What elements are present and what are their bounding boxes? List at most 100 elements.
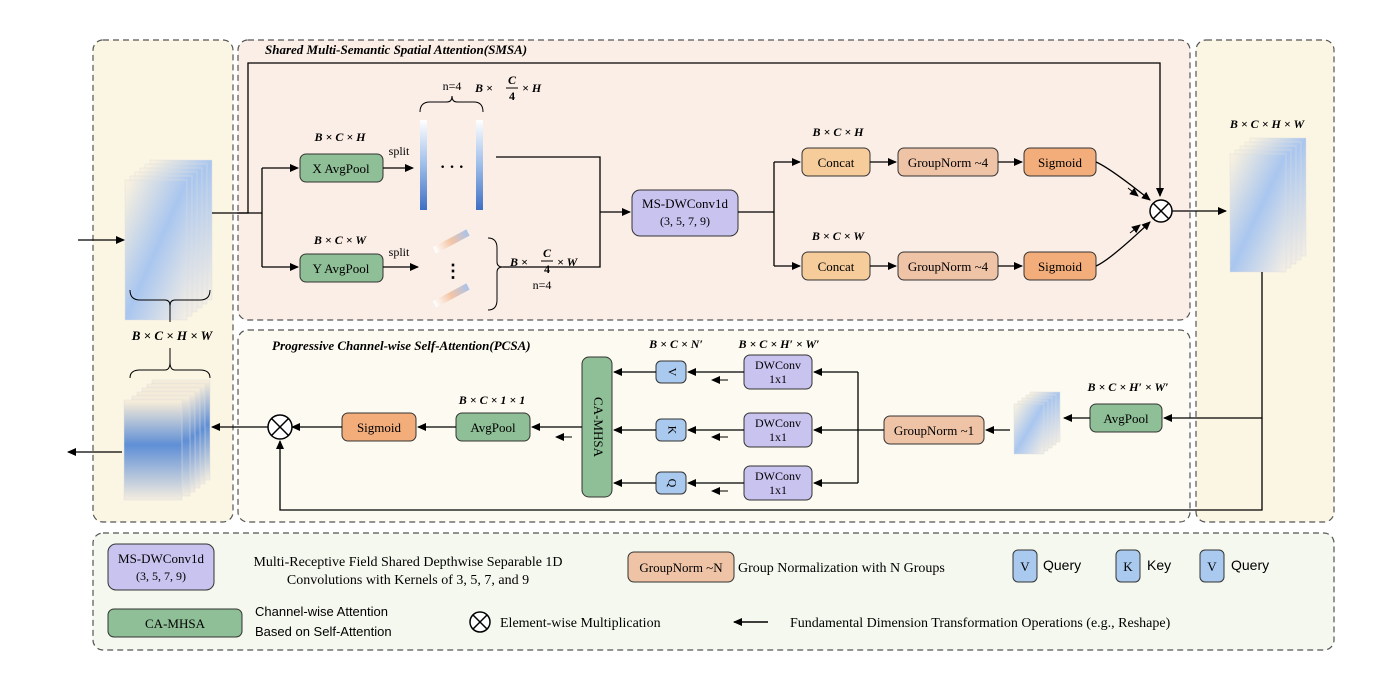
reshape-arrow-bottom bbox=[1129, 224, 1141, 234]
legend-gn-desc: Group Normalization with N Groups bbox=[738, 561, 945, 576]
legend-gn-label: GroupNorm ~N bbox=[639, 560, 723, 575]
ms-dwconv-kernels: (3, 5, 7, 9) bbox=[660, 214, 710, 228]
svg-text:4: 4 bbox=[509, 89, 515, 103]
legend-ca-desc-l2: Based on Self-Attention bbox=[255, 624, 392, 639]
legend-ms-desc-l1: Multi-Receptive Field Shared Depthwise S… bbox=[253, 555, 562, 570]
output-panel bbox=[1195, 39, 1335, 523]
dwconv-k-l2: 1x1 bbox=[769, 430, 787, 444]
pcsa-multiply-icon bbox=[267, 414, 293, 440]
y-avgpool-label: Y AvgPool bbox=[313, 261, 370, 276]
pcsa-avgpool-left-label: AvgPool bbox=[470, 420, 516, 435]
x-avgpool-dim: B × C × H bbox=[313, 130, 366, 144]
svg-text:× W: × W bbox=[557, 255, 579, 269]
legend-k-label: K bbox=[1123, 559, 1133, 574]
dwconv-q-l1: DWConv bbox=[755, 469, 801, 483]
pcsa-avgpool-dim-left: B × C × 1 × 1 bbox=[458, 393, 526, 407]
smsa-title: Shared Multi-Semantic Spatial Attention(… bbox=[265, 42, 527, 57]
dwconv-v-l1: DWConv bbox=[755, 358, 801, 372]
legend-ca-label: CA-MHSA bbox=[145, 616, 206, 631]
w-strips-to-msconv bbox=[503, 212, 601, 268]
legend-v1-label: V bbox=[1020, 559, 1030, 574]
x-avgpool-label: X AvgPool bbox=[312, 161, 370, 176]
legend-arrow-desc: Fundamental Dimension Transformation Ope… bbox=[790, 616, 1171, 631]
dwconv-v-l2: 1x1 bbox=[769, 372, 787, 386]
legend-ms-l1: MS-DWConv1d bbox=[118, 551, 204, 566]
smsa-panel bbox=[237, 39, 1191, 321]
legend-k-box bbox=[1115, 549, 1141, 583]
concat-top-label: Concat bbox=[818, 155, 855, 170]
dwconv-dim: B × C × H′ × W′ bbox=[737, 337, 819, 351]
svg-text:× H: × H bbox=[522, 81, 542, 95]
ca-mhsa-label: CA-MHSA bbox=[591, 397, 606, 458]
legend-ms-box bbox=[107, 543, 215, 591]
gn1-label: GroupNorm ~1 bbox=[894, 423, 974, 438]
legend-v2-box bbox=[1199, 549, 1225, 583]
pcsa-skip-line bbox=[276, 418, 1263, 511]
pcsa-avgpool-dim: B × C × H′ × W′ bbox=[1086, 380, 1168, 394]
output-dim-label: B × C × H × W bbox=[1229, 117, 1306, 131]
brace-output bbox=[129, 361, 211, 379]
n4-label-bottom: n=4 bbox=[533, 278, 552, 292]
dwconv-k-l1: DWConv bbox=[755, 416, 801, 430]
q-label: Q bbox=[665, 479, 679, 488]
ms-dwconv-box bbox=[631, 189, 739, 237]
w-strip-dim-label: B × C 4 × W bbox=[509, 246, 579, 276]
input-dim-label: B × C × H × W bbox=[131, 328, 214, 343]
legend-v2-label: V bbox=[1207, 559, 1217, 574]
y-avgpool-box bbox=[299, 253, 384, 283]
h-strips bbox=[420, 120, 483, 210]
legend-mult-desc: Element-wise Multiplication bbox=[500, 616, 661, 631]
legend-multiply-icon bbox=[469, 611, 491, 633]
gn4-bottom-label: GroupNorm ~4 bbox=[908, 259, 989, 274]
svg-text:4: 4 bbox=[544, 262, 550, 276]
h-strips-to-msconv bbox=[496, 156, 601, 212]
n4-brace-top bbox=[419, 95, 484, 113]
output-feature-map-left bbox=[123, 379, 211, 501]
smsa-skip-line bbox=[237, 62, 1164, 214]
svg-text:B ×: B × bbox=[509, 255, 528, 269]
pcsa-avgpool-right-label: AvgPool bbox=[1103, 411, 1149, 426]
input-feature-map bbox=[124, 159, 213, 321]
ms-dwconv-label: MS-DWConv1d bbox=[642, 196, 728, 211]
sig-top-to-mult bbox=[1095, 161, 1151, 201]
sigmoid-top-label: Sigmoid bbox=[1038, 155, 1083, 170]
svg-text:B ×: B × bbox=[474, 81, 493, 95]
smsa-output-feature-map bbox=[1229, 137, 1307, 273]
w-strips bbox=[432, 229, 470, 308]
split-label-top: split bbox=[389, 144, 410, 158]
h-strips-dots: · · · bbox=[440, 159, 464, 176]
pooled-feature-map bbox=[1013, 391, 1061, 455]
pcsa-title: Progressive Channel-wise Self-Attention(… bbox=[272, 338, 531, 353]
legend-k-desc: Key bbox=[1147, 557, 1171, 573]
dwconv-q-l2: 1x1 bbox=[769, 483, 787, 497]
h-strip-dim-label: B × C 4 × H bbox=[474, 73, 542, 103]
split-label-bottom: split bbox=[389, 245, 410, 259]
svg-text:C: C bbox=[508, 73, 517, 87]
sig-bottom-to-mult bbox=[1095, 221, 1151, 267]
vkq-dim: B × C × N′ bbox=[648, 337, 703, 351]
concat-top-dim: B × C × H bbox=[811, 125, 864, 139]
pcsa-sigmoid-label: Sigmoid bbox=[357, 420, 402, 435]
n4-label-top: n=4 bbox=[443, 79, 462, 93]
legend-v1-box bbox=[1012, 549, 1038, 583]
sigmoid-bottom-label: Sigmoid bbox=[1038, 259, 1083, 274]
w-strips-dots: ⋮ bbox=[444, 261, 462, 281]
pcsa-panel bbox=[237, 329, 1191, 523]
svg-text:C: C bbox=[543, 246, 552, 260]
legend-ca-desc-l1: Channel-wise Attention bbox=[255, 604, 388, 619]
legend-v1-desc: Query bbox=[1043, 557, 1081, 573]
y-avgpool-dim: B × C × W bbox=[313, 233, 367, 247]
concat-bottom-dim: B × C × W bbox=[811, 229, 865, 243]
k-label: K bbox=[665, 426, 679, 435]
gn4-top-label: GroupNorm ~4 bbox=[908, 155, 989, 170]
legend-ms-desc-l2: Convolutions with Kernels of 3, 5, 7, an… bbox=[287, 573, 529, 588]
legend-ca-box bbox=[107, 608, 243, 638]
legend-gn-box bbox=[627, 551, 735, 583]
concat-bottom-label: Concat bbox=[818, 259, 855, 274]
v-label: V bbox=[665, 368, 679, 377]
legend-ms-l2: (3, 5, 7, 9) bbox=[136, 569, 186, 583]
reshape-arrow-top bbox=[1127, 187, 1139, 197]
smsa-multiply-icon bbox=[1149, 199, 1173, 223]
legend-v2-desc: Query bbox=[1231, 557, 1269, 573]
